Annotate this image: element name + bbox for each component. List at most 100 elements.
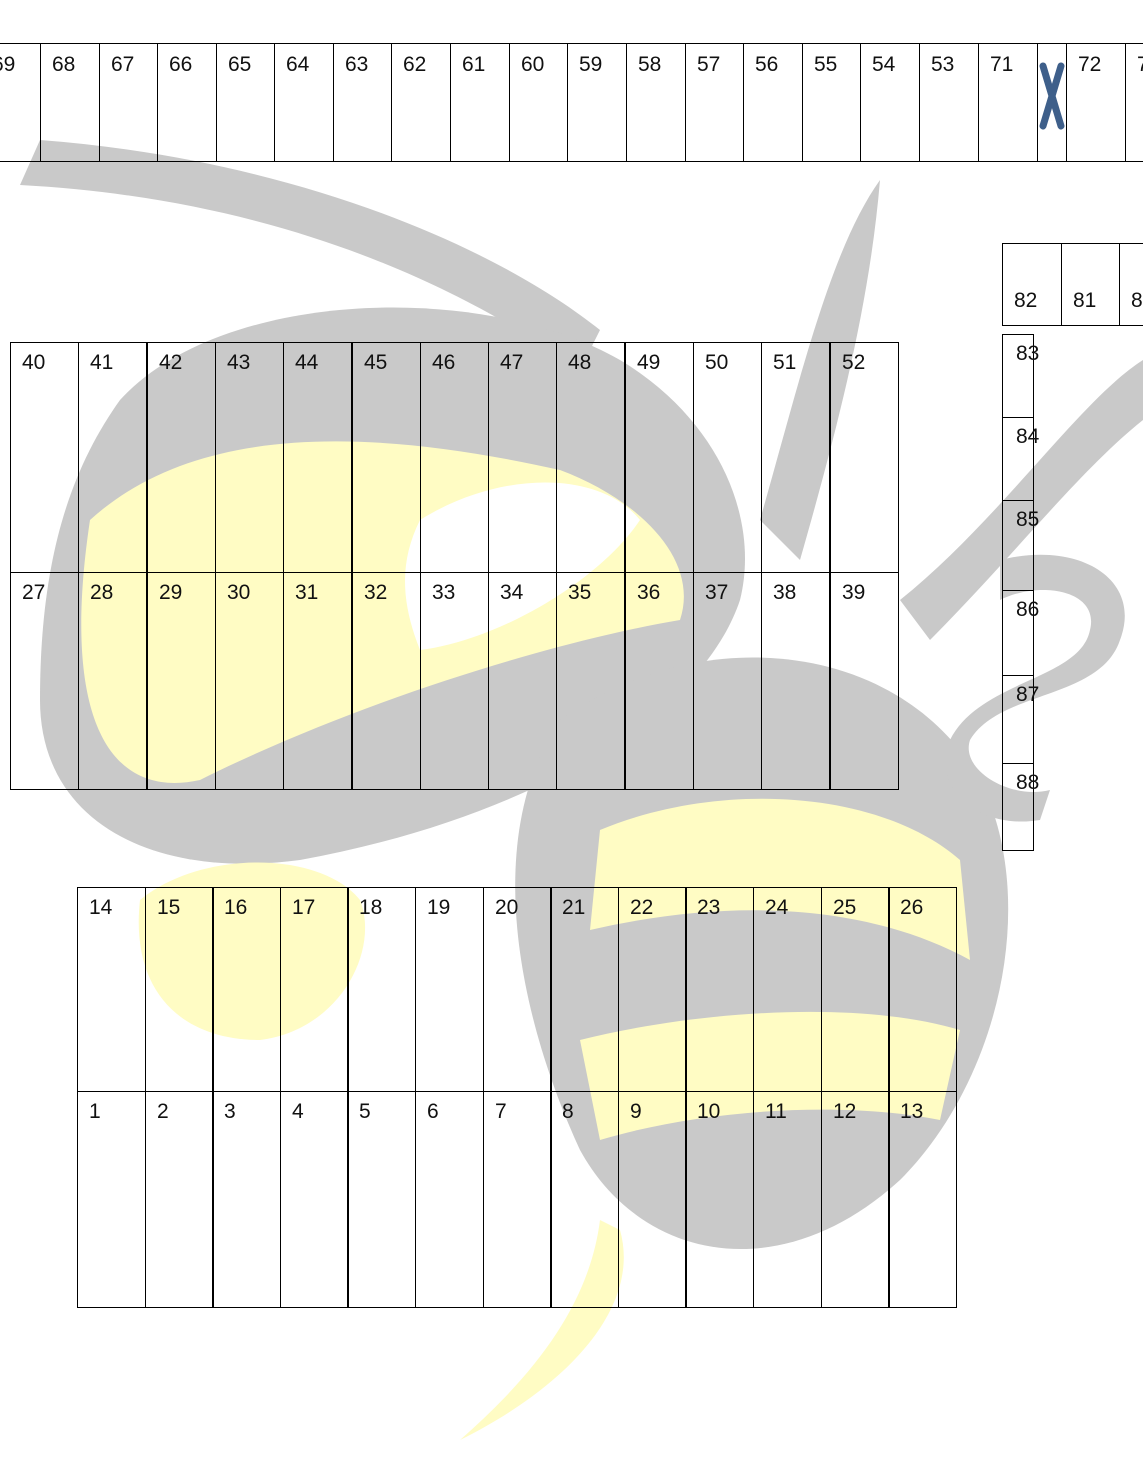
seat-number: 81 [1073, 290, 1119, 311]
seat-number: 11 [765, 1101, 821, 1122]
seat-number: 66 [169, 54, 216, 75]
seat-number: 72 [1078, 54, 1125, 75]
seat-number: 68 [52, 54, 99, 75]
seat-number: 6 [427, 1101, 483, 1122]
seat-cell: 10 [685, 1091, 754, 1308]
seat-number: 83 [1016, 343, 1033, 364]
seat-cell: 36 [625, 572, 694, 790]
seat-cell: 4 [280, 1091, 349, 1308]
seat-cell: 37 [693, 572, 762, 790]
seat-number: 27 [22, 582, 78, 603]
seat-number: 12 [833, 1101, 889, 1122]
seat-cell: 42 [147, 342, 216, 573]
seat-cell: 67 [99, 43, 158, 162]
seat-number: 8 [562, 1101, 618, 1122]
seat-number: 41 [90, 352, 146, 373]
seat-cell: 7 [483, 1091, 552, 1308]
seat-number: 38 [773, 582, 829, 603]
seat-cell: 30 [215, 572, 284, 790]
seat-number: 48 [568, 352, 624, 373]
seat-cell: 32 [352, 572, 421, 790]
seat-cell: 34 [488, 572, 557, 790]
seat-cell: 68 [40, 43, 100, 162]
seat-number: 33 [432, 582, 488, 603]
seat-cell: 49 [625, 342, 694, 573]
seat-number: 22 [630, 897, 686, 918]
seat-number: 64 [286, 54, 333, 75]
seat-cell: 9 [618, 1091, 687, 1308]
seat-number: 17 [292, 897, 348, 918]
seat-number: 5 [359, 1101, 415, 1122]
seat-cell: 6 [415, 1091, 484, 1308]
seat-cell: 58 [626, 43, 686, 162]
seat-cell: 52 [830, 342, 899, 573]
seat-number: 36 [637, 582, 693, 603]
seat-number: 4 [292, 1101, 348, 1122]
seat-cell: 72 [1066, 43, 1126, 162]
seat-number: 67 [111, 54, 157, 75]
seat-cell: 56 [743, 43, 803, 162]
seat-cell: 65 [216, 43, 275, 162]
seat-cell: 26 [888, 887, 957, 1092]
seat-cell: 45 [352, 342, 421, 573]
seat-number: 15 [157, 897, 213, 918]
seat-number: 35 [568, 582, 624, 603]
seat-cell: 59 [567, 43, 627, 162]
seat-number: 42 [159, 352, 215, 373]
seat-number: 9 [630, 1101, 686, 1122]
seat-cell: 18 [347, 887, 416, 1092]
seat-number: 55 [814, 54, 860, 75]
seat-number: 87 [1016, 684, 1033, 705]
seat-cell: 8 [1119, 243, 1143, 326]
seat-number: 88 [1016, 772, 1033, 793]
seat-number: 40 [22, 352, 78, 373]
seat-cell: 23 [685, 887, 754, 1092]
seat-number: 84 [1016, 426, 1033, 447]
seat-number: 44 [295, 352, 351, 373]
seat-cell: 16 [212, 887, 281, 1092]
seat-cell: 17 [280, 887, 349, 1092]
seat-number: 61 [462, 54, 509, 75]
seat-number: 8 [1131, 290, 1143, 311]
seat-cell: 84 [1002, 417, 1034, 501]
seat-number: 24 [765, 897, 821, 918]
seat-number: 14 [89, 897, 145, 918]
seat-cell: 81 [1061, 243, 1120, 326]
seat-number: 23 [697, 897, 753, 918]
seat-number: 57 [697, 54, 743, 75]
x-mark-icon [1037, 58, 1067, 134]
seat-number: 50 [705, 352, 761, 373]
seat-number: 63 [345, 54, 391, 75]
seat-cell: 71 [978, 43, 1038, 162]
seat-number: 82 [1014, 290, 1061, 311]
seat-number: 25 [833, 897, 889, 918]
seat-number: 47 [500, 352, 556, 373]
seat-number: 43 [227, 352, 283, 373]
seat-number: 85 [1016, 509, 1033, 530]
seat-cell: 62 [391, 43, 451, 162]
seat-number: 59 [579, 54, 626, 75]
seat-number: 49 [637, 352, 693, 373]
seat-cell: 1 [77, 1091, 146, 1308]
seat-number: 37 [705, 582, 761, 603]
seat-number: 86 [1016, 599, 1033, 620]
seat-cell: 22 [618, 887, 687, 1092]
seat-cell: 24 [753, 887, 822, 1092]
seat-cell: 51 [761, 342, 830, 573]
seat-number: 54 [872, 54, 919, 75]
seat-cell: 35 [556, 572, 625, 790]
seat-cell: 21 [550, 887, 619, 1092]
seat-cell: 47 [488, 342, 557, 573]
seat-number: 28 [90, 582, 146, 603]
seat-number: 62 [403, 54, 450, 75]
seat-cell: 12 [821, 1091, 890, 1308]
seat-cell: 38 [761, 572, 830, 790]
seat-number: 58 [638, 54, 685, 75]
seat-cell: 53 [919, 43, 979, 162]
seat-cell: 46 [420, 342, 489, 573]
seat-cell: 11 [753, 1091, 822, 1308]
seat-number: 19 [427, 897, 483, 918]
seat-number: 2 [157, 1101, 213, 1122]
seat-cell: 2 [145, 1091, 214, 1308]
seat-cell: 44 [283, 342, 352, 573]
